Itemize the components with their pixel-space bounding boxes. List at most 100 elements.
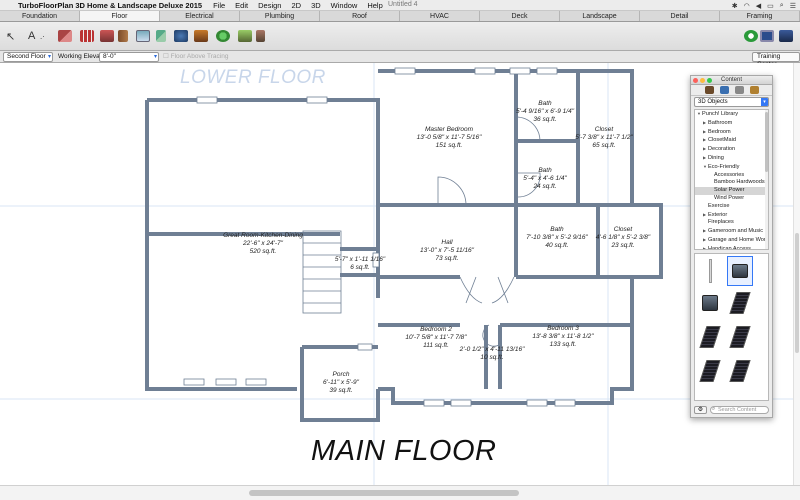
brick-wall-icon[interactable] xyxy=(80,28,94,44)
disclosure-closed-icon[interactable]: ▶ xyxy=(703,154,707,160)
tree-item[interactable]: ▶Garage and Home Wor... xyxy=(695,236,768,245)
room-label[interactable]: Hall 13'-0" x 7'-5 11/16" 73 sq.ft. xyxy=(420,239,474,263)
solar-panel-thumbnail[interactable] xyxy=(697,356,723,386)
room-label[interactable]: 5'-7" x 1'-11 1/16" 6 sq.ft. xyxy=(335,256,385,272)
tree-item[interactable]: ▶Gameroom and Music xyxy=(695,227,768,236)
plant-tool-icon[interactable] xyxy=(216,28,230,44)
room-label[interactable]: Porch 6'-11" x 5'-9" 39 sq.ft. xyxy=(323,371,359,395)
tab-hvac[interactable]: HVAC xyxy=(400,11,480,21)
category-select[interactable]: 3D Objects ▾ xyxy=(694,97,769,107)
tab-framing[interactable]: Framing xyxy=(720,11,800,21)
wind-pole-thumbnail[interactable] xyxy=(697,256,723,286)
bluetooth-icon[interactable]: ✱ xyxy=(731,2,738,10)
tab-foundation[interactable]: Foundation xyxy=(0,11,80,21)
tree-item[interactable]: ▶Handicap Access xyxy=(695,245,768,250)
solar-panel-thumbnail[interactable] xyxy=(727,322,753,352)
tab-electrical[interactable]: Electrical xyxy=(160,11,240,21)
3d-view-icon[interactable] xyxy=(779,28,793,44)
tree-item[interactable]: Solar Power xyxy=(695,187,768,195)
tab-detail[interactable]: Detail xyxy=(640,11,720,21)
tree-item[interactable]: ▶Dining xyxy=(695,154,768,163)
battery-icon[interactable]: ▭ xyxy=(767,2,774,10)
volume-icon[interactable]: ◀ xyxy=(755,2,762,10)
disclosure-closed-icon[interactable]: ▶ xyxy=(703,119,707,125)
room-label[interactable]: Bath 7'-10 3/8" x 5'-2 9/16" 40 sq.ft. xyxy=(526,226,588,250)
notifications-icon[interactable]: ☰ xyxy=(789,2,796,10)
tab-floor[interactable]: Floor xyxy=(80,11,160,21)
disclosure-closed-icon[interactable]: ▶ xyxy=(703,236,707,242)
stairs-tool-icon[interactable] xyxy=(156,28,166,44)
disclosure-open-icon[interactable]: ▼ xyxy=(697,111,701,116)
tree-item[interactable]: ▼Eco-Friendly xyxy=(695,163,768,172)
library-tree[interactable]: ▼Punch! Library▶Bathroom▶Bedroom▶ClosetM… xyxy=(694,109,769,250)
menu-window[interactable]: Window xyxy=(330,0,358,10)
solar-battery-thumbnail[interactable] xyxy=(727,256,753,286)
disclosure-closed-icon[interactable]: ▶ xyxy=(703,137,707,143)
disclosure-closed-icon[interactable]: ▶ xyxy=(703,146,707,152)
room-label[interactable]: Bedroom 3 13'-8 3/8" x 11'-8 1/2" 133 sq… xyxy=(532,325,593,349)
gear-icon[interactable]: ⚙ xyxy=(694,405,707,414)
menu-2d[interactable]: 2D xyxy=(291,0,302,10)
tree-item[interactable]: ▶Bedroom xyxy=(695,128,768,137)
tab-landscape[interactable]: Landscape xyxy=(560,11,640,21)
search-input[interactable]: Search Content xyxy=(710,405,769,414)
tab-plumbing[interactable]: Plumbing xyxy=(240,11,320,21)
inverter-thumbnail[interactable] xyxy=(697,288,723,318)
room-label[interactable]: 2'-0 1/2" x 4'-11 13/16" 10 sq.ft. xyxy=(460,346,525,362)
room-label[interactable]: Master Bedroom 13'-0 5/8" x 11'-7 5/16" … xyxy=(417,126,482,150)
floor-above-tracing-checkbox[interactable]: ☐ Floor Above Tracing xyxy=(163,53,229,60)
menu-help[interactable]: Help xyxy=(367,0,383,10)
tab-roof[interactable]: Roof xyxy=(320,11,400,21)
horizontal-scrollbar[interactable] xyxy=(0,485,800,500)
menu-design[interactable]: Design xyxy=(258,0,282,10)
content-titlebar[interactable]: Content xyxy=(691,76,772,85)
solar-panel-thumbnail[interactable] xyxy=(727,288,753,318)
tree-item[interactable]: Accessories xyxy=(695,172,768,180)
scroll-thumb[interactable] xyxy=(765,112,768,172)
menu-3d[interactable]: 3D xyxy=(311,0,321,10)
lights-icon[interactable] xyxy=(734,86,744,94)
tree-item[interactable]: ▶Bathroom xyxy=(695,119,768,128)
tab-deck[interactable]: Deck xyxy=(480,11,560,21)
room-label[interactable]: Closet 4'-6 1/8" x 5'-2 3/8" 23 sq.ft. xyxy=(596,226,650,250)
wifi-icon[interactable]: ◠ xyxy=(743,2,750,10)
plan-view-icon[interactable] xyxy=(760,28,774,44)
disclosure-closed-icon[interactable]: ▶ xyxy=(703,245,707,250)
app-name-menu[interactable]: TurboFloorPlan 3D Home & Landscape Delux… xyxy=(18,0,203,10)
room-label[interactable]: Bath 5'-4 9/16" x 6'-9 1/4" 36 sq.ft. xyxy=(516,100,574,124)
door-tool-icon[interactable] xyxy=(118,28,128,44)
disclosure-open-icon[interactable]: ▼ xyxy=(703,163,707,169)
tree-scrollbar[interactable] xyxy=(765,110,768,249)
wall-tool-icon[interactable] xyxy=(58,28,72,44)
disclosure-closed-icon[interactable]: ▶ xyxy=(703,211,707,217)
room-label[interactable]: Great Room-Kitchen-Dining 22'-6" x 24'-7… xyxy=(223,232,303,256)
cabinet-tool-icon[interactable] xyxy=(256,28,265,44)
tree-item[interactable]: Wind Power xyxy=(695,195,768,203)
search-icon[interactable]: ⌕ xyxy=(779,1,784,9)
terrain-tool-icon[interactable] xyxy=(238,28,252,44)
materials-icon[interactable] xyxy=(719,86,729,94)
tree-item[interactable]: ▶ClosetMaid xyxy=(695,136,768,145)
floor-select[interactable]: Second Floor ▾ xyxy=(3,52,53,62)
menu-edit[interactable]: Edit xyxy=(235,0,249,10)
scroll-thumb[interactable] xyxy=(249,490,519,496)
room-label[interactable]: Bedroom 2 10'-7 5/8" x 11'-7 7/8" 111 sq… xyxy=(405,326,466,350)
select-arrow-icon[interactable]: ↖ xyxy=(6,30,16,43)
room-label[interactable]: Closet 5'-7 3/8" x 11'-7 1/2" 65 sq.ft. xyxy=(575,126,633,150)
floor-plan-drawing[interactable] xyxy=(0,63,800,485)
tree-item[interactable]: Fireplaces xyxy=(695,219,768,227)
solar-panel-thumbnail[interactable] xyxy=(727,356,753,386)
furniture-tool-icon[interactable] xyxy=(194,28,208,44)
minimize-icon[interactable] xyxy=(700,78,705,83)
tree-item[interactable]: Bamboo Hardwoods xyxy=(695,179,768,187)
room-label[interactable]: Bath 5'-4" x 4'-6 1/4" 24 sq.ft. xyxy=(523,167,567,191)
dimension-tool-icon[interactable]: .· xyxy=(40,31,45,41)
plan-canvas[interactable]: LOWER FLOOR MAIN FLOOR Master Bedroom 13… xyxy=(0,63,800,485)
disclosure-closed-icon[interactable]: ▶ xyxy=(703,228,707,234)
paint-icon[interactable] xyxy=(749,86,759,94)
tree-item[interactable]: ▼Punch! Library xyxy=(695,110,768,119)
vertical-scrollbar[interactable] xyxy=(793,63,800,485)
menu-file[interactable]: File xyxy=(213,0,226,10)
room-tool-icon[interactable] xyxy=(100,28,114,44)
solar-panel-thumbnail[interactable] xyxy=(697,322,723,352)
